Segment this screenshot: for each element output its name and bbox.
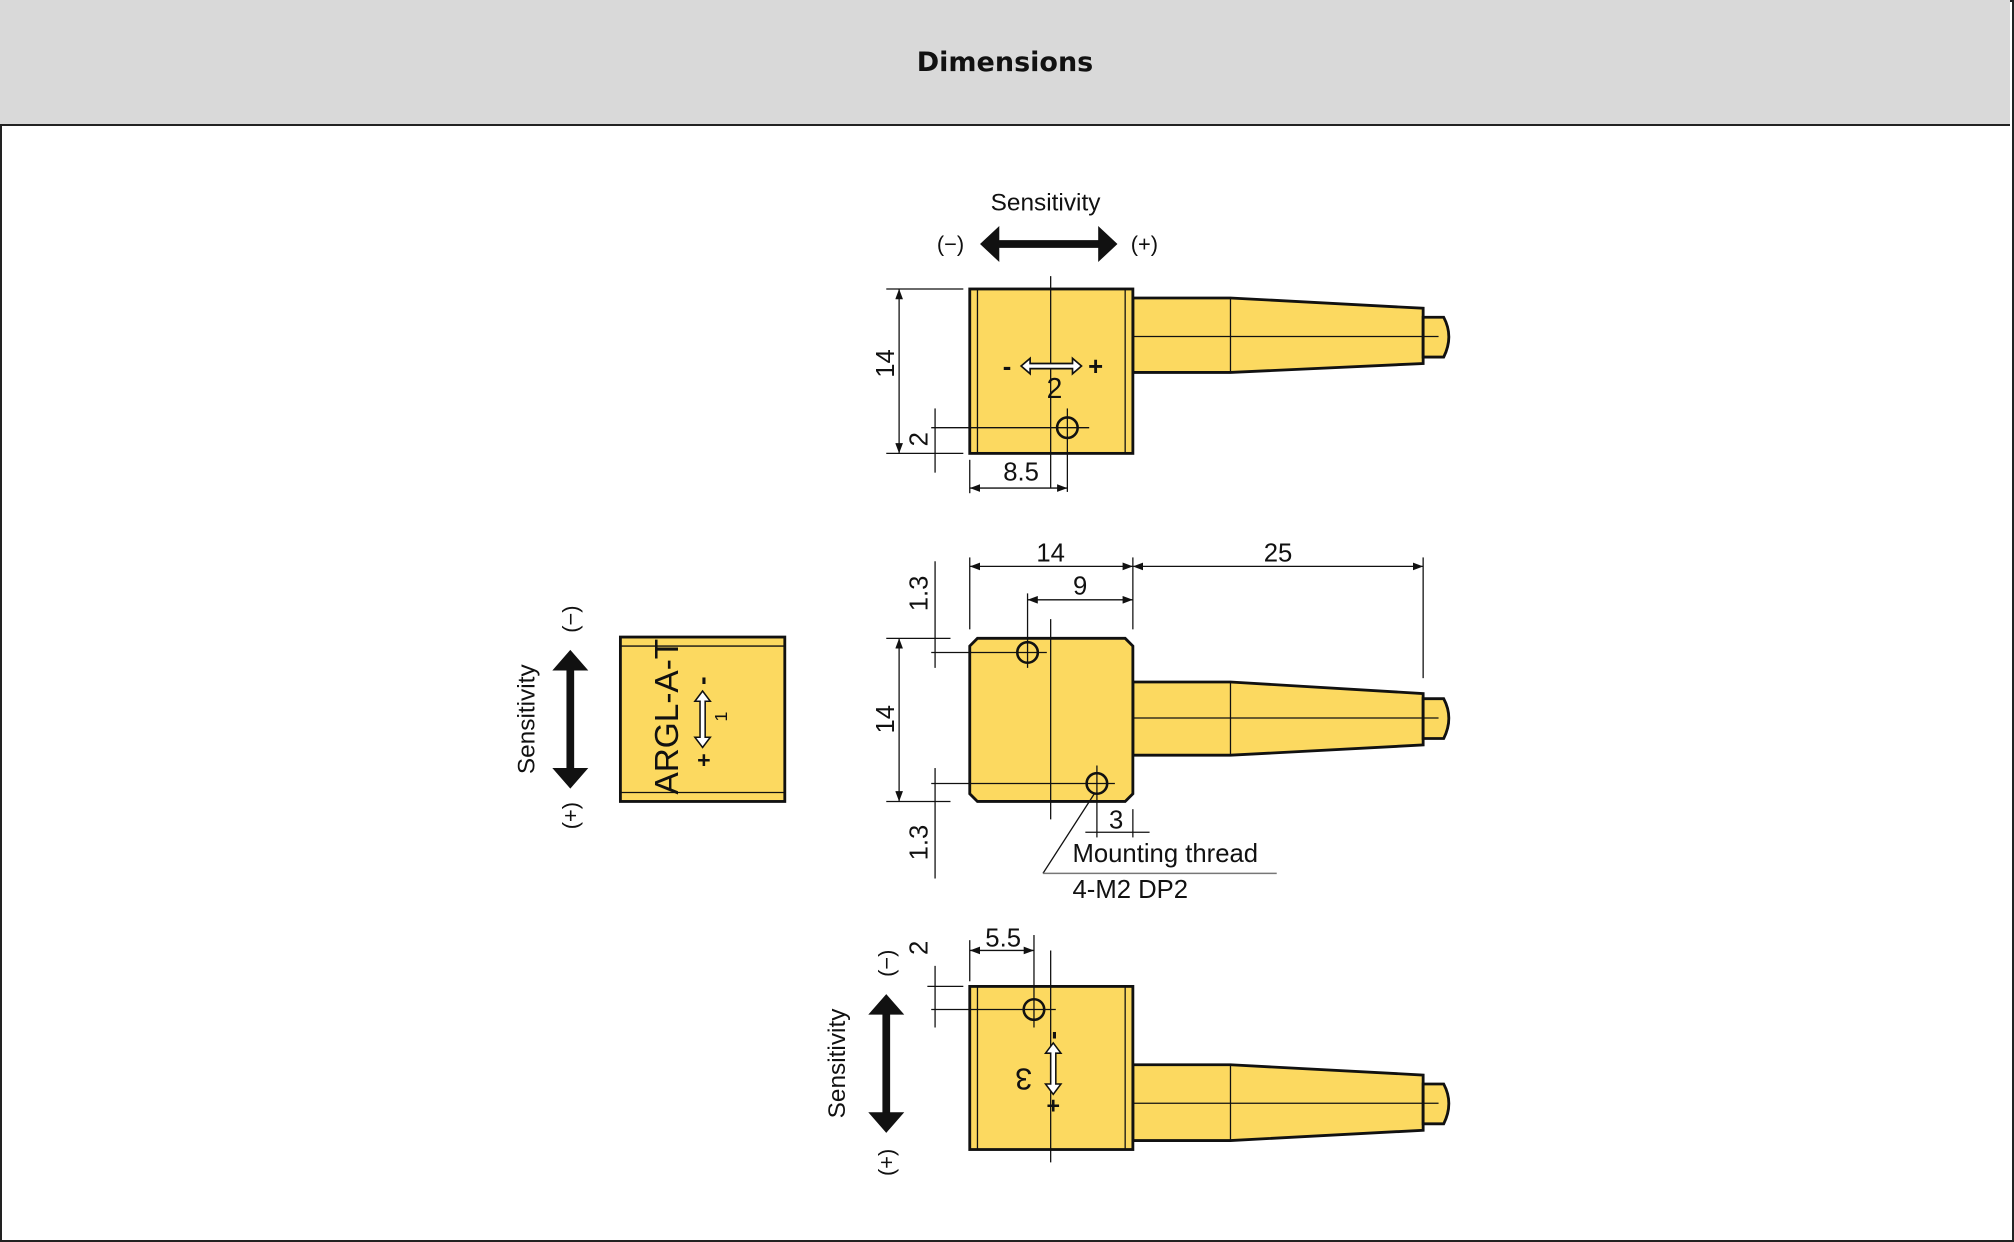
cable — [1120, 296, 1451, 374]
side-view: Sensitivity (−) (+) ARGL-A-T - + 1 — [513, 605, 787, 829]
adjust-label: 3 — [1015, 1062, 1032, 1097]
dim-hole-x: 9 — [1073, 573, 1087, 601]
dim-cable-length: 25 — [1264, 539, 1293, 567]
sensitivity-label: Sensitivity — [513, 664, 540, 775]
dim-hole-y: 2 — [905, 432, 933, 446]
svg-text:+: + — [1046, 1093, 1060, 1119]
model-label: ARGL-A-T — [649, 639, 686, 795]
dim-hole-offset: 3 — [1109, 806, 1123, 834]
thread-spec: 4-M2 DP2 — [1073, 876, 1189, 904]
svg-text:+: + — [697, 747, 711, 773]
dim-body-width: 14 — [1036, 539, 1065, 567]
cable — [1120, 680, 1451, 757]
dim-edge-top: 1.3 — [905, 576, 933, 612]
minus-label: (−) — [558, 605, 583, 632]
panel-title: Dimensions — [916, 46, 1094, 78]
dim-hole-x: 5.5 — [985, 925, 1021, 953]
sensitivity-label: Sensitivity — [991, 190, 1102, 217]
dim-hole-x: 8.5 — [1003, 458, 1039, 486]
plus-label: (+) — [874, 1149, 899, 1176]
svg-text:-: - — [1003, 353, 1012, 381]
bottom-view: Sensitivity (−) (+) - + 3 5.5 2 — [824, 925, 1451, 1176]
top-view: Sensitivity (−) (+) - + 2 14 2 — [872, 190, 1451, 494]
sensitivity-arrow-icon — [552, 649, 589, 789]
sensitivity-arrow-icon — [868, 994, 905, 1133]
svg-text:+: + — [1088, 353, 1103, 381]
sensitivity-arrow-icon — [980, 226, 1118, 263]
adjust-label: 2 — [1047, 372, 1063, 404]
dim-height: 14 — [872, 705, 900, 734]
cable — [1120, 1063, 1451, 1142]
thread-label: Mounting thread — [1073, 840, 1259, 868]
plus-label: (+) — [558, 802, 583, 829]
plus-label: (+) — [1131, 232, 1158, 257]
adjust-arrow-icon: - + — [688, 676, 716, 773]
dim-height: 14 — [872, 349, 900, 378]
panel-header: Dimensions — [0, 0, 2010, 126]
adjust-label: 1 — [711, 712, 731, 722]
svg-text:-: - — [1039, 1031, 1067, 1040]
dim-hole-y: 2 — [905, 941, 933, 955]
minus-label: (−) — [874, 950, 899, 977]
svg-text:-: - — [688, 676, 716, 685]
dim-edge-bottom: 1.3 — [905, 825, 933, 861]
minus-label: (−) — [937, 232, 964, 257]
adjust-arrow-icon: - + — [1003, 353, 1103, 381]
front-view: 14 25 9 14 1.3 1.3 3 Mounting thread 4-M… — [872, 539, 1451, 904]
adjust-arrow-icon: - + — [1039, 1031, 1067, 1119]
sensitivity-label: Sensitivity — [824, 1008, 851, 1119]
